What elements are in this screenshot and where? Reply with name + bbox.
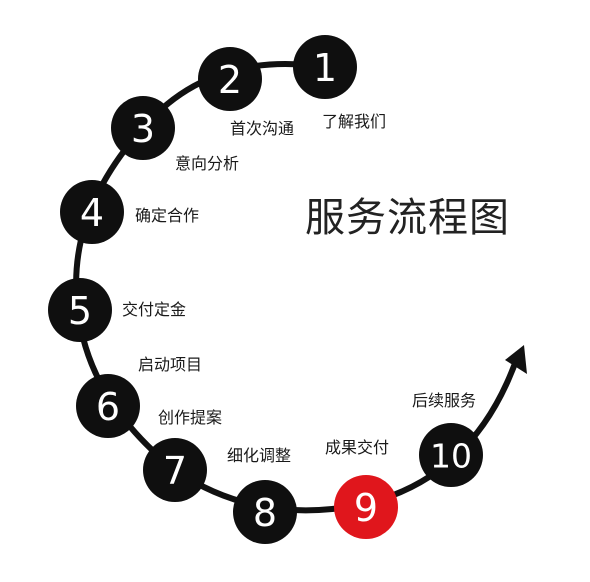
step-circle-3: [111, 96, 175, 160]
step-node-6: 6: [76, 374, 140, 438]
step-number-7: 7: [163, 449, 187, 493]
step-number-2: 2: [218, 58, 242, 102]
step-label-5: 交付定金: [122, 300, 187, 319]
step-label-3: 意向分析: [175, 154, 240, 173]
step-label-6: 启动项目: [138, 355, 203, 374]
step-node-7: 7: [143, 438, 207, 502]
step-node-3: 3: [111, 96, 175, 160]
step-label-4: 确定合作: [135, 206, 200, 225]
step-node-9: 9: [334, 475, 398, 539]
step-circle-5: [48, 278, 112, 342]
step-circle-4: [60, 180, 124, 244]
step-label-9: 成果交付: [325, 438, 390, 457]
step-number-5: 5: [68, 289, 92, 333]
diagram-title: 服务流程图: [305, 195, 510, 241]
step-number-1: 1: [313, 46, 337, 90]
step-label-8: 细化调整: [227, 446, 292, 465]
step-label-2: 首次沟通: [230, 119, 295, 138]
step-circle-10: [419, 423, 483, 487]
step-circle-9: [334, 475, 398, 539]
step-node-4: 4: [60, 180, 124, 244]
step-node-8: 8: [233, 480, 297, 544]
step-number-4: 4: [80, 191, 104, 235]
step-circle-7: [143, 438, 207, 502]
step-circle-8: [233, 480, 297, 544]
step-label-10: 后续服务: [412, 391, 477, 410]
step-number-6: 6: [96, 385, 120, 429]
step-label-1: 了解我们: [322, 112, 387, 131]
step-number-8: 8: [253, 491, 277, 535]
step-number-10: 10: [430, 437, 472, 476]
step-circle-6: [76, 374, 140, 438]
step-circle-1: [293, 35, 357, 99]
step-number-3: 3: [131, 107, 155, 151]
step-node-1: 1: [293, 35, 357, 99]
step-circle-2: [198, 47, 262, 111]
step-number-9: 9: [354, 486, 378, 530]
step-label-7: 创作提案: [158, 408, 223, 427]
step-node-2: 2: [198, 47, 262, 111]
arc-arrowhead: [505, 345, 527, 374]
step-node-5: 5: [48, 278, 112, 342]
step-node-10: 10: [419, 423, 483, 487]
